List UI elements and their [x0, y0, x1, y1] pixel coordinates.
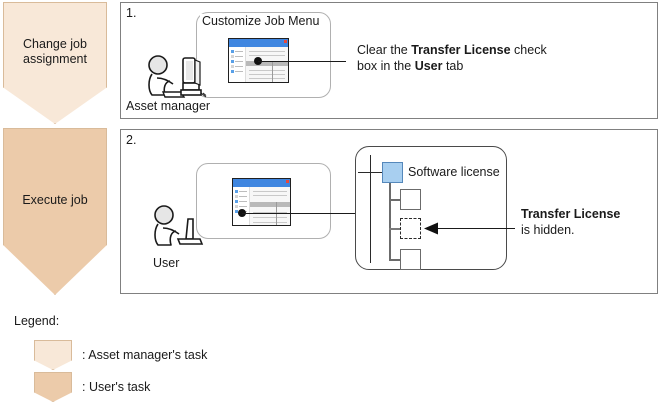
customize-job-menu-window-icon [228, 38, 289, 83]
asset-manager-figure-icon [148, 55, 207, 98]
window-close-icon [286, 180, 289, 183]
tree-child-1-connector [389, 199, 401, 201]
hidden-node-arrow-line [437, 228, 515, 229]
step-number-1: 1. [126, 6, 137, 20]
legend-item-asset-manager: : Asset manager's task [34, 340, 207, 370]
tree-node-software-license[interactable] [382, 162, 403, 183]
hidden-node-arrowhead-icon [424, 222, 438, 235]
callout-leader-line [258, 61, 346, 62]
phase-label: Execute job [22, 193, 88, 207]
tree-child-2-connector [389, 228, 401, 230]
legend-label-user: : User's task [82, 380, 151, 394]
step-number-2: 2. [126, 133, 137, 147]
step-1-instruction: Clear the Transfer License check box in … [357, 42, 547, 74]
window-content-area [246, 47, 288, 82]
asset-manager-label: Asset manager [126, 99, 211, 113]
customize-job-menu-title: Customize Job Menu [200, 14, 322, 28]
window-title-bar [229, 39, 288, 47]
window-title-bar [233, 179, 290, 187]
user-figure-icon [154, 205, 204, 246]
phase-execute-job: Execute job [3, 128, 107, 295]
legend-swatch-user [34, 372, 72, 402]
window-content-area [250, 187, 290, 225]
annotation-rest: is hidden. [521, 223, 575, 237]
legend-label-asset-manager: : Asset manager's task [82, 348, 208, 362]
tree-root-label: Software license [408, 165, 500, 179]
window-sidebar [229, 47, 246, 82]
instruction-line2-pre: box in the [357, 59, 415, 73]
instruction-line2-bold: User [414, 59, 443, 73]
legend-item-user: : User's task [34, 372, 150, 402]
tree-trunk-line [370, 155, 371, 263]
legend-swatch-asset-manager [34, 340, 72, 370]
window-close-icon [284, 40, 287, 43]
user-label: User [153, 256, 180, 270]
tree-node-child-3[interactable] [400, 249, 421, 270]
tree-root-connector [358, 172, 382, 173]
tree-node-child-1[interactable] [400, 189, 421, 210]
instruction-line1-post: check [510, 43, 547, 57]
window-sidebar [233, 187, 250, 225]
instruction-line2-post: tab [442, 59, 464, 73]
software-license-tree-box [355, 146, 507, 270]
phase-change-job-assignment: Change job assignment [3, 2, 107, 124]
tree-node-transfer-license-hidden[interactable] [400, 218, 421, 239]
user-job-menu-window-icon [232, 178, 291, 226]
annotation-bold: Transfer License [521, 207, 621, 221]
legend-title: Legend: [14, 314, 60, 328]
tree-child-3-connector [389, 259, 401, 261]
step-2-annotation: Transfer License is hidden. [521, 206, 651, 238]
tree-branch-line [389, 183, 391, 260]
instruction-line1-bold: Transfer License [411, 43, 511, 57]
instruction-line1-pre: Clear the [357, 43, 412, 57]
user-screen-leader-line [242, 213, 358, 214]
phase-label: Change job assignment [23, 37, 87, 66]
